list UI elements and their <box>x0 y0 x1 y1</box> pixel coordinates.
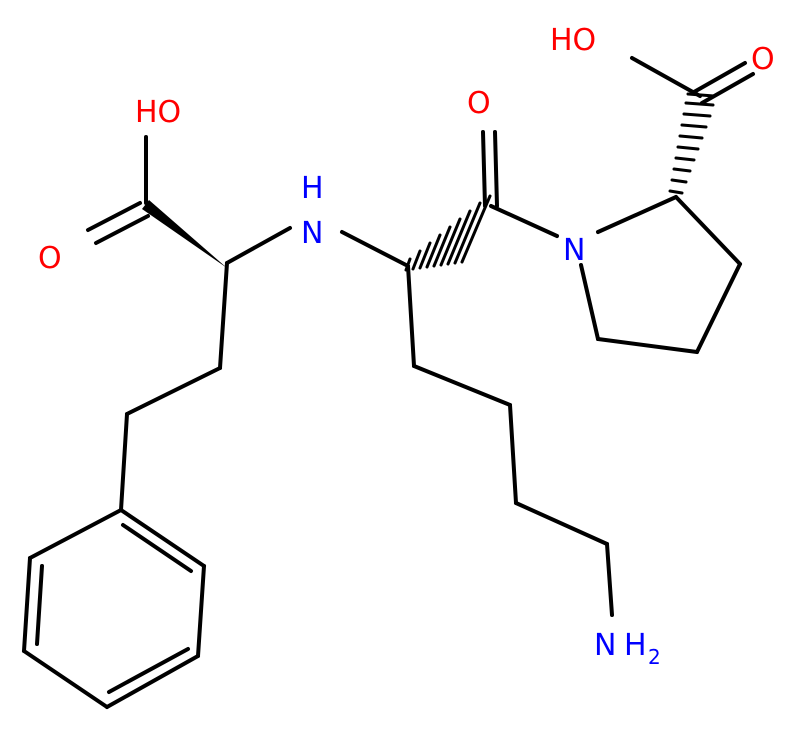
bond-chain-left-1 <box>218 261 229 370</box>
bond-pro-cg-cd <box>596 337 699 354</box>
bond-cooh-left-co-1 <box>86 201 142 232</box>
label-nitrogen-ring: N <box>563 233 585 268</box>
label-nh-h: H <box>301 171 324 206</box>
bond-ring-2 <box>196 564 206 658</box>
bond-lys-3 <box>508 403 518 505</box>
bond-chain-left-3 <box>119 412 129 512</box>
bond-amide-cn <box>489 204 559 238</box>
bond-cooh-right-co-1 <box>692 61 747 94</box>
bond-chain-left-2 <box>125 366 222 416</box>
wedge-bond-left <box>142 200 227 268</box>
bond-ring-6 <box>28 508 123 560</box>
label-oxygen-left: O <box>38 241 62 276</box>
bond-pro-calpha-cb <box>674 195 742 266</box>
label-oxygen-carbonyl: O <box>467 86 491 121</box>
label-amine-h: H <box>624 628 647 663</box>
bond-ring-3 <box>105 654 200 709</box>
bond-nh-calpha2 <box>340 230 410 268</box>
bond-lys-1 <box>406 264 416 368</box>
bond-amide-co-2 <box>493 130 499 208</box>
label-hydroxyl-right: HO <box>550 23 596 58</box>
hashed-bond-middle <box>404 194 492 272</box>
bond-cooh-right-co-2 <box>700 72 755 105</box>
label-amine-n: N <box>594 628 616 663</box>
bond-pro-n-calpha <box>596 195 678 234</box>
bond-pro-cd-n <box>579 263 600 341</box>
bond-amide-co-1 <box>481 130 487 208</box>
bond-ring-inner-2 <box>107 647 190 694</box>
bond-cooh-right-oh <box>630 56 702 98</box>
label-nh-n: N <box>301 216 323 251</box>
bond-cooh-left-co-2 <box>94 214 150 245</box>
bond-ring-1 <box>119 508 206 568</box>
bond-ring-inner-1 <box>121 523 193 573</box>
bonds <box>22 56 755 709</box>
bond-calpha-nh <box>225 226 292 265</box>
bond-lys-5 <box>605 542 614 617</box>
hashed-bond-right <box>668 92 716 195</box>
label-amine-subscript: 2 <box>648 645 661 669</box>
bond-lys-4 <box>514 501 609 546</box>
bond-ring-5 <box>22 556 32 653</box>
bond-ring-4 <box>22 649 109 709</box>
label-hydroxyl-left: HO <box>135 95 181 130</box>
bond-pro-cb-cg <box>695 262 742 354</box>
bond-ring-inner-3 <box>35 564 44 646</box>
label-oxygen-right: O <box>751 42 775 77</box>
bond-lys-2 <box>412 364 512 407</box>
atom-labels: HO O H N O HO O N N H 2 <box>38 23 775 669</box>
